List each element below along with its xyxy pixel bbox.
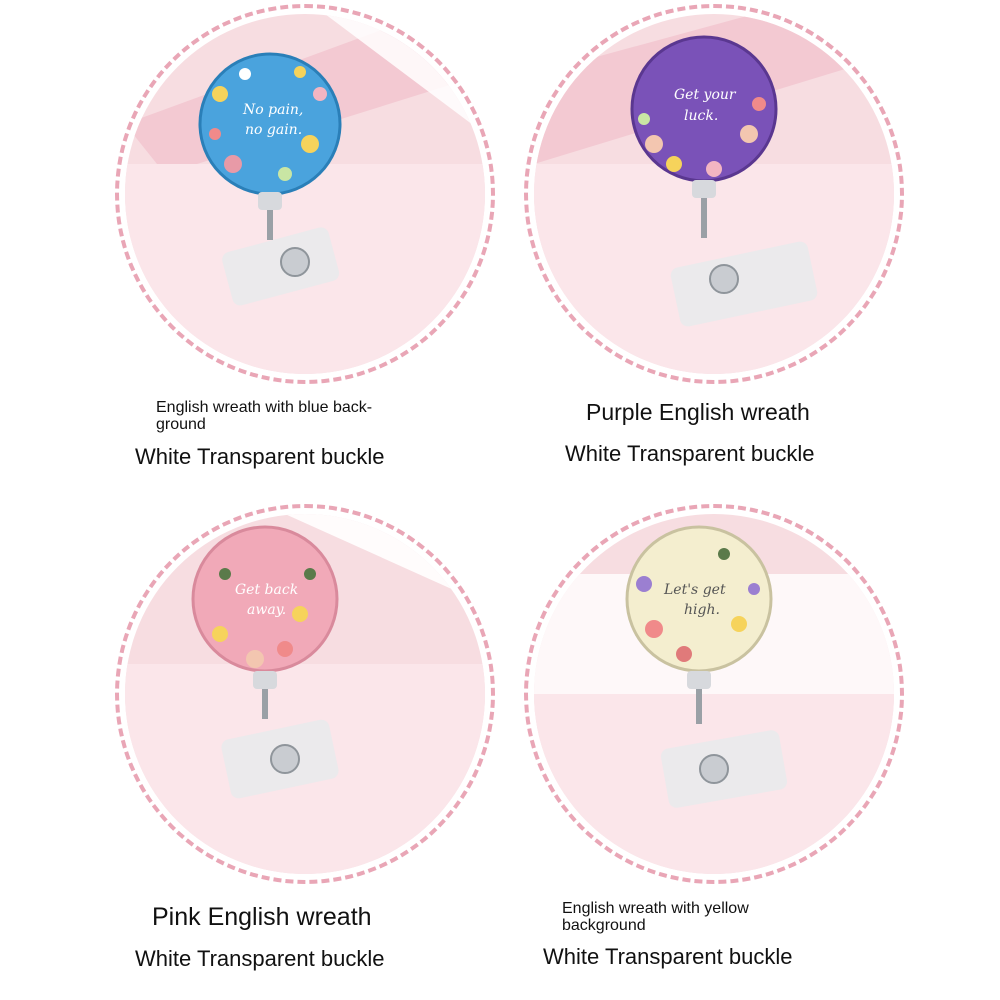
caption-line1: English wreath with yellow background [562,900,749,934]
caption-line1: Pink English wreath [152,903,372,931]
caption-line2: White Transparent buckle [565,441,815,466]
caption-line1: English wreath with blue back- ground [156,399,373,433]
badge-script-line2: luck. [684,108,718,124]
dashed-ring [115,4,495,384]
badge-script-line2: no gain. [245,122,302,138]
product-cell-blue: No pain, no gain. English wreath with bl… [0,0,500,500]
flower-wreath-icon [209,66,327,181]
badge-script-line1: Get back [235,582,298,598]
caption-line1: Purple English wreath [586,399,810,425]
badge-script-line2: high. [684,602,720,618]
product-cell-yellow: Let's get high. English wreath with yell… [500,500,1000,1000]
flower-wreath-icon [212,568,316,668]
snap-button-icon [270,744,300,774]
caption-line2: White Transparent buckle [135,444,385,469]
caption-line2: White Transparent buckle [135,946,385,971]
badge-script-line1: Get your [674,87,737,103]
snap-button-icon [280,247,310,277]
caption-line2: White Transparent buckle [543,944,793,969]
flower-wreath-icon [636,548,760,662]
dashed-ring [524,4,904,384]
dashed-ring [115,504,495,884]
badge-script-line1: Let's get [663,582,726,598]
product-photo: Get your luck. [534,14,894,374]
product-cell-purple: Get your luck. Purple English wreath Whi… [500,0,1000,500]
badge-disc [627,527,771,671]
product-photo: Get back away. [125,514,485,874]
badge-script-line1: No pain, [242,102,303,118]
badge-script-line2: away. [247,602,286,618]
product-cell-pink: Get back away. Pink English wreath White… [0,500,500,1000]
flower-wreath-icon [638,97,766,177]
snap-button-icon [709,264,739,294]
dashed-ring [524,504,904,884]
badge-disc [193,527,337,671]
product-photo: Let's get high. [534,514,894,874]
badge-disc [632,37,776,181]
product-photo: No pain, no gain. [125,14,485,374]
snap-button-icon [699,754,729,784]
